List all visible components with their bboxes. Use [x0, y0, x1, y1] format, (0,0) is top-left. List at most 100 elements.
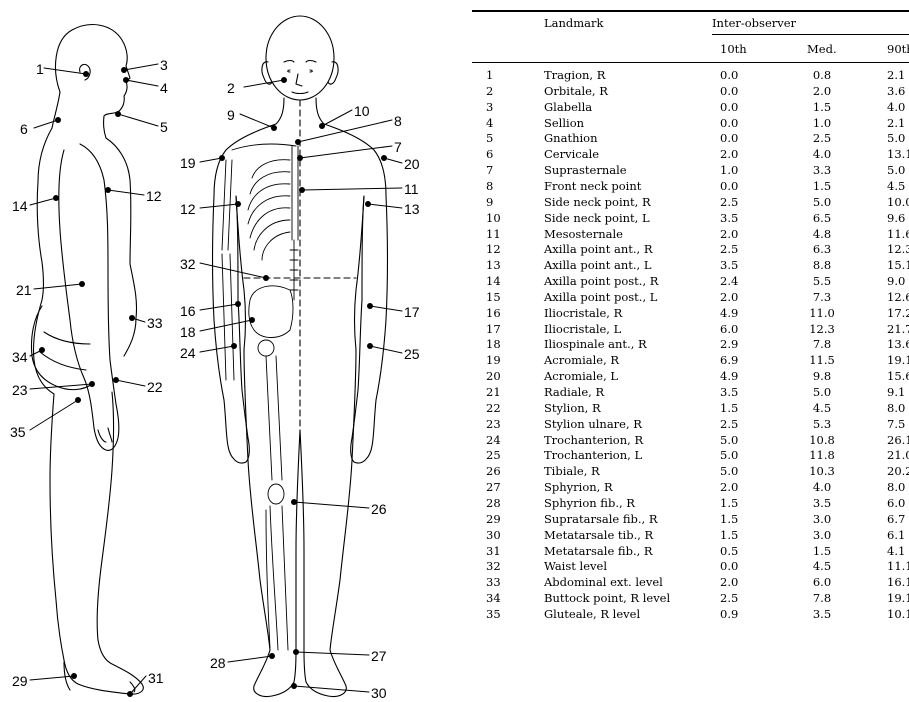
- landmark-header: Landmark: [544, 16, 604, 30]
- p90-value: 9.1: [887, 384, 905, 400]
- p10-value: 4.9: [720, 305, 738, 321]
- callout-label: 21: [16, 283, 32, 297]
- p90-value: 4.0: [887, 99, 905, 115]
- p90-value: 10.1: [887, 606, 909, 622]
- median-value: 1.5: [809, 99, 835, 115]
- col-90th-header: 90th: [887, 42, 909, 56]
- landmark-number: 24: [486, 432, 501, 448]
- median-value: 4.5: [809, 400, 835, 416]
- p10-value: 2.0: [720, 479, 738, 495]
- table-row: 11Mesosternale2.04.811.6: [472, 226, 909, 242]
- p10-value: 2.9: [720, 336, 738, 352]
- p10-value: 0.0: [720, 130, 738, 146]
- callout-label: 8: [394, 114, 402, 128]
- landmark-number: 13: [486, 257, 501, 273]
- p10-value: 2.0: [720, 289, 738, 305]
- table-row: 30Metatarsale tib., R1.53.06.1: [472, 527, 909, 543]
- p10-value: 6.9: [720, 352, 738, 368]
- p10-value: 4.9: [720, 368, 738, 384]
- landmark-number: 16: [486, 305, 501, 321]
- median-value: 4.8: [809, 226, 835, 242]
- median-value: 6.0: [809, 574, 835, 590]
- landmark-number: 8: [486, 178, 493, 194]
- p90-value: 9.6: [887, 210, 905, 226]
- landmark-name: Buttock point, R level: [544, 590, 670, 606]
- table-row: 26Tibiale, R5.010.320.2: [472, 463, 909, 479]
- median-value: 12.3: [809, 321, 835, 337]
- landmark-name: Glabella: [544, 99, 592, 115]
- landmark-number: 22: [486, 400, 501, 416]
- landmark-name: Abdominal ext. level: [544, 574, 663, 590]
- landmark-name: Mesosternale: [544, 226, 623, 242]
- landmark-name: Sphyrion fib., R: [544, 495, 635, 511]
- header-bottom-rule: [472, 62, 909, 63]
- callout-label: 27: [371, 649, 387, 663]
- p10-value: 2.5: [720, 590, 738, 606]
- p90-value: 5.0: [887, 162, 905, 178]
- table-row: 15Axilla point post., L2.07.312.6: [472, 289, 909, 305]
- p90-value: 9.0: [887, 273, 905, 289]
- callout-label: 13: [404, 202, 420, 216]
- table-row: 6Cervicale2.04.013.1: [472, 146, 909, 162]
- table-row: 2Orbitale, R0.02.03.6: [472, 83, 909, 99]
- landmark-name: Iliospinale ant., R: [544, 336, 647, 352]
- callout-label: 11: [404, 182, 419, 196]
- landmark-number: 28: [486, 495, 501, 511]
- callout-label: 33: [147, 316, 163, 330]
- landmark-name: Stylion ulnare, R: [544, 416, 642, 432]
- median-value: 11.8: [809, 447, 835, 463]
- callout-label: 3: [160, 58, 168, 72]
- landmark-name: Suprasternale: [544, 162, 627, 178]
- landmark-name: Side neck point, L: [544, 210, 650, 226]
- median-value: 10.3: [809, 463, 835, 479]
- median-value: 3.0: [809, 511, 835, 527]
- callout-label: 18: [180, 325, 196, 339]
- median-value: 7.8: [809, 590, 835, 606]
- callout-label: 31: [148, 671, 164, 685]
- median-value: 6.5: [809, 210, 835, 226]
- median-value: 5.0: [809, 384, 835, 400]
- landmark-number: 35: [486, 606, 501, 622]
- callout-label: 22: [147, 380, 163, 394]
- landmark-name: Waist level: [544, 558, 607, 574]
- landmark-name: Orbitale, R: [544, 83, 608, 99]
- p90-value: 19.1: [887, 352, 909, 368]
- landmark-number: 23: [486, 416, 501, 432]
- table-row: 14Axilla point post., R2.45.59.0: [472, 273, 909, 289]
- callout-label: 12: [180, 202, 196, 216]
- callout-label: 14: [12, 199, 28, 213]
- p90-value: 16.1: [887, 574, 909, 590]
- p90-value: 12.6: [887, 289, 909, 305]
- p10-value: 2.0: [720, 146, 738, 162]
- p90-value: 15.6: [887, 368, 909, 384]
- p90-value: 4.1: [887, 543, 905, 559]
- callout-label: 29: [12, 674, 28, 688]
- p10-value: 0.5: [720, 543, 738, 559]
- median-value: 3.5: [809, 495, 835, 511]
- p10-value: 5.0: [720, 463, 738, 479]
- median-value: 3.0: [809, 527, 835, 543]
- landmark-name: Side neck point, R: [544, 194, 651, 210]
- landmark-name: Axilla point post., R: [544, 273, 658, 289]
- p10-value: 0.0: [720, 67, 738, 83]
- p10-value: 3.5: [720, 384, 738, 400]
- p10-value: 1.5: [720, 400, 738, 416]
- p90-value: 2.1: [887, 115, 905, 131]
- landmark-number: 17: [486, 321, 501, 337]
- median-value: 5.5: [809, 273, 835, 289]
- landmark-number: 3: [486, 99, 493, 115]
- table-row: 7Suprasternale1.03.35.0: [472, 162, 909, 178]
- p10-value: 1.5: [720, 495, 738, 511]
- landmark-number: 12: [486, 241, 501, 257]
- callout-label: 35: [10, 425, 26, 439]
- p10-value: 2.0: [720, 226, 738, 242]
- p10-value: 2.4: [720, 273, 738, 289]
- callout-label: 19: [180, 156, 196, 170]
- callout-label: 17: [404, 305, 420, 319]
